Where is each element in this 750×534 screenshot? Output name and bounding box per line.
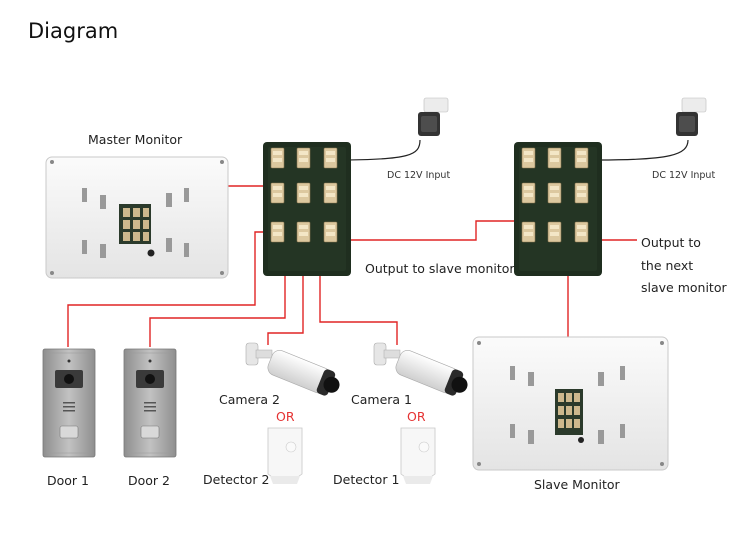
distribution-board-1: [263, 142, 351, 276]
camera-2: [245, 342, 340, 396]
power-adapter-2: [676, 97, 707, 136]
or-label-1: OR: [276, 409, 295, 424]
output-next-line-1: Output to: [641, 235, 701, 250]
or-label-2: OR: [407, 409, 426, 424]
dc-input-label-1: DC 12V Input: [387, 170, 451, 181]
camera-1: [373, 342, 468, 396]
slave-monitor: [472, 336, 669, 471]
distribution-board-2: [514, 142, 602, 276]
output-next-line-3: slave monitor: [641, 280, 727, 295]
detector-2: [267, 427, 303, 484]
door-1-label: Door 1: [47, 473, 89, 488]
camera-2-label: Camera 2: [219, 392, 280, 407]
page-title: Diagram: [28, 19, 119, 43]
master-monitor-label: Master Monitor: [88, 132, 183, 147]
camera-1-label: Camera 1: [351, 392, 412, 407]
power-adapter-1: [418, 97, 449, 136]
door-panel-2: [123, 348, 177, 458]
detector-1: [400, 427, 436, 484]
output-next-line-2: the next: [641, 258, 694, 273]
detector-1-label: Detector 1: [333, 472, 400, 487]
dc-input-label-2: DC 12V Input: [652, 170, 716, 181]
output-slave-label: Output to slave monitor: [365, 261, 515, 276]
detector-2-label: Detector 2: [203, 472, 270, 487]
door-2-label: Door 2: [128, 473, 170, 488]
slave-monitor-label: Slave Monitor: [534, 477, 620, 492]
power-cable: [337, 139, 689, 161]
master-monitor: [45, 156, 229, 279]
door-panel-1: [42, 348, 96, 458]
